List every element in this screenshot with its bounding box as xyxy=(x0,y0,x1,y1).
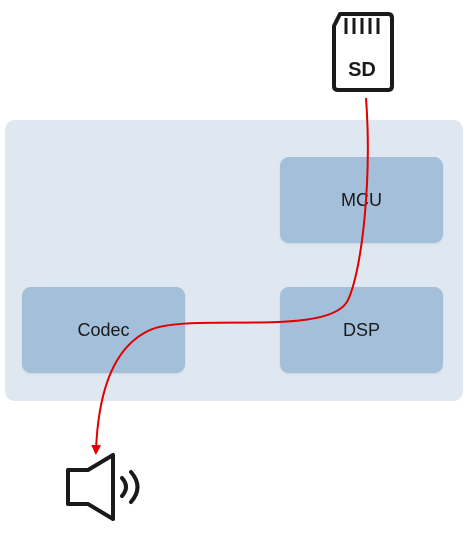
speaker-icon xyxy=(66,453,140,521)
mcu-block: MCU xyxy=(280,157,443,243)
sd-card-label: SD xyxy=(348,59,376,81)
signal-path-arrow xyxy=(91,97,369,455)
sd-card-icon: SD xyxy=(332,12,394,92)
codec-block: Codec xyxy=(22,287,185,373)
mcu-label: MCU xyxy=(341,189,382,210)
dsp-label: DSP xyxy=(342,319,380,340)
dsp-block: DSP xyxy=(280,287,443,373)
codec-label: Codec xyxy=(77,319,130,340)
